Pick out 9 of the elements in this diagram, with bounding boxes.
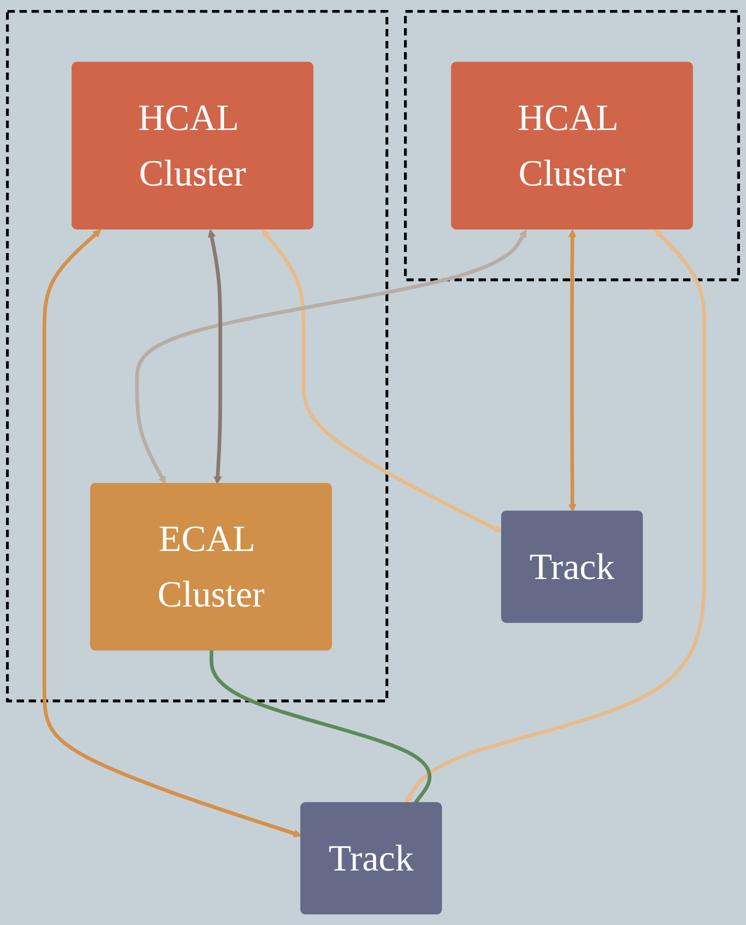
arrow (135, 229, 527, 484)
arrow (208, 229, 222, 484)
arrow (42, 229, 302, 838)
arrow (262, 229, 503, 532)
arrow (568, 229, 576, 512)
cluster (404, 10, 740, 282)
connector (210, 650, 432, 804)
arrow (405, 229, 706, 804)
cluster (6, 10, 388, 702)
